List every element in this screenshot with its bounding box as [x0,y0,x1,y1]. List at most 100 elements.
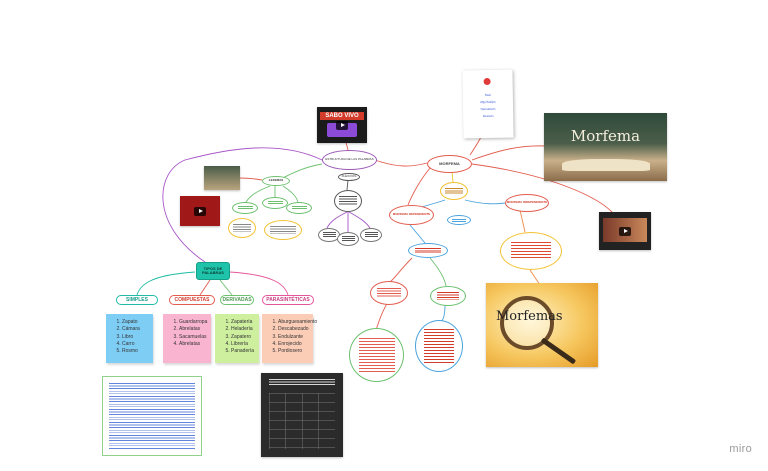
video-top-art [327,123,357,137]
connector-morfema-def [451,171,454,183]
sticky-simples[interactable]: Zapato Cámara Libro Carro Rosmo [106,314,153,363]
estructura-palabras-node[interactable]: ESTRUCTURA DE LAS PALABRAS [322,150,377,170]
magnifier-handle [540,337,577,365]
flexivos-leaf-3[interactable] [360,228,382,242]
lexemas-example-1[interactable] [228,218,256,238]
parasinteticas-item-4: Enrojecido [278,341,309,348]
flexivos-node[interactable]: FLEXIVOS [338,173,360,181]
morfema-banner-title: Morfema [570,127,641,145]
parasinteticas-item-3: Endulzante [278,334,309,341]
connector-morfema-video2 [471,163,613,213]
connector-left-bubble [375,301,389,331]
connector-tipos-derivadas [219,279,233,296]
morfema-dependiente-node[interactable]: MORFEMA DEPENDIENTE [389,205,434,225]
category-derivadas[interactable]: DERIVADAS [220,295,254,305]
dark-table-image[interactable] [261,373,343,457]
morfema-banner-image[interactable]: Morfema [544,113,667,181]
category-compuestas[interactable]: COMPUESTAS [169,295,215,305]
sticky-parasinteticas[interactable]: Aburguesamiento Descabezado Endulzante E… [262,314,317,363]
morfema-independiente-node[interactable]: MORFEMA INDEPENDIENTE [505,194,549,212]
derivadas-item-3: Zapatero [231,334,255,341]
connector-lexemas-leaf3 [282,185,299,203]
category-derivadas-label: DERIVADAS [222,297,252,303]
category-simples[interactable]: SIMPLES [116,295,158,305]
flexivos-definition-bubble[interactable] [334,190,362,212]
connector-tipos-compuestas [199,279,211,296]
connector-lexemas-video [239,177,263,181]
image-thumbnail-left-top[interactable] [204,166,240,190]
compuestas-item-2: Abrelatas [179,326,207,333]
connector-independiente-img [529,269,541,286]
miro-logo: miro [729,443,752,455]
morfema-label: MORFEMA [439,160,460,166]
connector-flexivos-leaf1 [326,211,348,229]
connector-def-independiente [464,199,506,205]
open-book-icon [562,159,650,171]
connector-flexivos-node [346,179,349,191]
lexemas-node[interactable]: LEXEMAS [262,176,290,186]
connector-estructura-tipos [162,147,323,263]
parasinteticas-item-2: Descabezado [278,326,309,333]
play-icon-left [194,206,206,216]
lexemas-label: LEXEMAS [268,178,284,183]
connector-estructura-morfema [374,159,428,167]
paper-note[interactable]: Raíz Afijo/Sufijos Derivativos Flexivos [462,69,514,139]
morfemas-magnifier-image[interactable]: Morfemas [486,283,598,367]
play-icon [336,120,348,130]
connector-lexemas-leaf1 [245,185,271,203]
derivativos-bubble[interactable] [370,281,408,305]
sticky-derivadas[interactable]: Zapatería Heladería Zapatero Librería Pa… [215,314,259,363]
derivadas-item-2: Heladería [231,326,255,333]
dependiente-flexivos-bubble[interactable] [408,243,448,258]
lexemas-leaf-3[interactable] [286,202,312,214]
derivativos-example-bubble[interactable] [349,328,404,382]
simples-item-5: Rosmo [122,348,149,355]
note-line-4: Flexivos [482,113,494,118]
video-thumbnail-left[interactable] [180,196,220,226]
flexivos-bubble[interactable] [430,286,466,306]
video-thumbnail-top[interactable]: SABO VIVO [317,107,367,143]
morfema-sub-bubble[interactable] [447,215,471,225]
bibliography-block[interactable] [102,376,202,456]
connector-tipos-parasinteticas [229,271,289,296]
flexivos-label: FLEXIVOS [341,174,357,179]
dark-table-grid [269,393,335,449]
connector-morfema-banner [471,145,546,161]
simples-item-1: Zapato [122,319,149,326]
flexivos-leaf-2[interactable] [337,232,359,246]
lexemas-leaf-1[interactable] [232,202,258,214]
bibliography-text-lines [109,383,195,449]
simples-item-3: Libro [122,334,149,341]
tipos-palabras-node[interactable]: TIPOS DE PALABRAS [196,262,230,280]
video-thumbnail-right[interactable] [599,212,651,250]
connector-flexivos-right [429,257,447,287]
connector-tipos-simples [136,271,196,296]
derivadas-item-4: Librería [231,341,255,348]
morfema-independiente-label: MORFEMA INDEPENDIENTE [506,200,548,205]
category-parasinteticas-label: PARASINTÉTICAS [266,297,310,303]
morfema-dependiente-label: MORFEMA DEPENDIENTE [392,212,431,217]
morfema-node[interactable]: MORFEMA [427,155,472,173]
independiente-definition-bubble[interactable] [500,232,562,270]
connector-dependiente-flexivos [409,224,426,244]
category-parasinteticas[interactable]: PARASINTÉTICAS [262,295,314,305]
estructura-palabras-label: ESTRUCTURA DE LAS PALABRAS [325,157,374,162]
red-pin-icon [483,77,491,86]
sticky-compuestas[interactable]: Guardarropa Abrelatas Sacamuelas Abrelat… [163,314,211,363]
connector-flexivos-leaf3 [348,211,371,229]
lexemas-example-2[interactable] [264,220,302,240]
morfemas-magnifier-text: Morfemas [496,309,563,324]
morfema-definition-text [445,187,463,195]
video-top-caption: SABO VIVO [320,112,364,120]
parasinteticas-item-5: Pordiosero [278,348,309,355]
flexivos-example-bubble[interactable] [415,320,463,372]
lexemas-leaf-2[interactable] [262,197,288,209]
connector-independiente-def [519,209,526,233]
morfema-definition-bubble[interactable] [440,182,468,200]
connector-flexivos-left [389,257,413,283]
category-simples-label: SIMPLES [126,297,148,303]
compuestas-item-4: Abrelatas [179,341,207,348]
simples-item-2: Cámara [122,326,149,333]
